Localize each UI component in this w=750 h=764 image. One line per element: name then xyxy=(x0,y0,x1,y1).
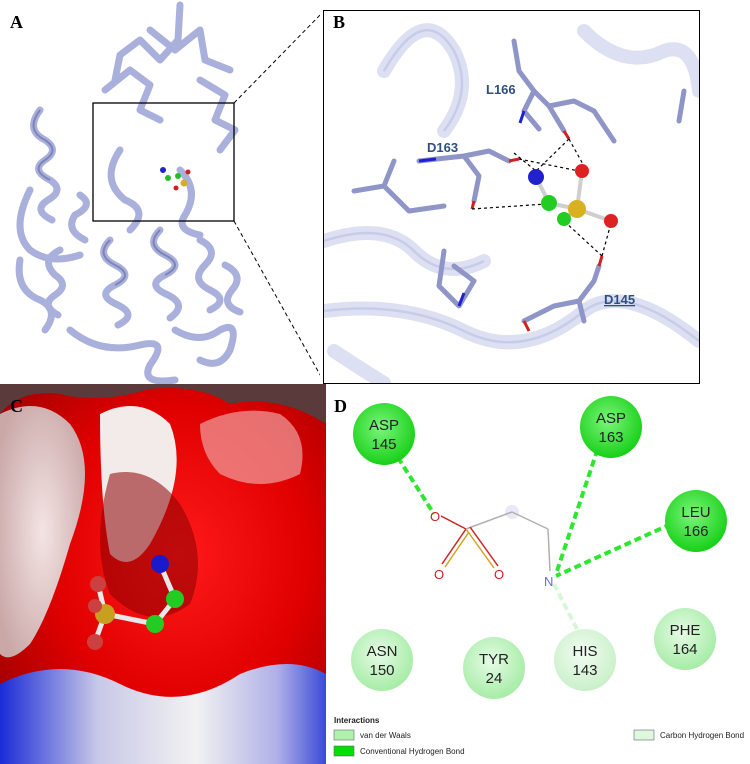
label-d163: D163 xyxy=(427,140,458,155)
surface-pink-patch xyxy=(200,410,303,484)
panel-d-label: D xyxy=(334,396,347,416)
panel-c-svg xyxy=(0,384,326,764)
surface-left-white xyxy=(0,406,85,658)
ligand-surface xyxy=(87,555,184,650)
panel-b-svg: L166 D163 D145 xyxy=(324,23,699,383)
panel-b-label: B xyxy=(333,12,346,32)
legend-swatch-vdw xyxy=(333,729,355,741)
svg-text:164: 164 xyxy=(672,641,697,658)
panel-c-surface xyxy=(0,384,326,764)
legend-swatch-hbond xyxy=(333,745,355,757)
residue-asn150: ASN 150 xyxy=(351,629,413,691)
svg-text:ASP: ASP xyxy=(369,417,399,434)
panel-a-label: A xyxy=(10,12,23,32)
nitrogen-sticks xyxy=(418,110,526,307)
protein-ribbon-shading xyxy=(32,109,176,286)
panel-c-label: C xyxy=(10,396,23,416)
svg-text:TYR: TYR xyxy=(479,651,509,668)
atom-o-3: O xyxy=(494,567,504,582)
panel-d-interaction-diagram: O O O N ASP 145 ASP 163 LEU 166 PHE 164 xyxy=(333,396,744,757)
svg-text:HIS: HIS xyxy=(572,643,597,660)
atom-o-1: O xyxy=(430,509,440,524)
zoom-box xyxy=(92,102,235,222)
residue-asp145: ASP 145 xyxy=(353,403,415,465)
surface-pocket xyxy=(100,472,198,617)
atom-n: N xyxy=(544,574,553,589)
zoom-line-bottom xyxy=(233,220,320,376)
interaction-legend: Interactions van der Waals Conventional … xyxy=(333,716,744,757)
label-d145: D145 xyxy=(604,292,635,307)
residue-leu166: LEU 166 xyxy=(665,490,727,552)
panel-a-protein-structure xyxy=(15,1,320,385)
legend-chbond: Carbon Hydrogen Bond xyxy=(660,731,744,740)
svg-text:166: 166 xyxy=(683,523,708,540)
legend-hbond: Conventional Hydrogen Bond xyxy=(360,747,465,756)
residue-his143: HIS 143 xyxy=(554,629,616,691)
svg-text:150: 150 xyxy=(369,662,394,679)
svg-text:LEU: LEU xyxy=(681,504,710,521)
oxygen-sticks xyxy=(470,130,604,332)
hbond-leu166 xyxy=(555,522,672,578)
hbond-asp163 xyxy=(554,438,603,575)
ligand-2d: O O O N xyxy=(430,505,553,589)
legend-swatch-chbond xyxy=(633,729,655,741)
surface-bottom xyxy=(0,664,326,764)
svg-text:145: 145 xyxy=(371,436,396,453)
ligand-ball-and-stick xyxy=(528,164,618,228)
panel-b-binding-site: L166 D163 D145 xyxy=(323,10,700,384)
residue-tyr24: TYR 24 xyxy=(463,637,525,699)
ligand-mini xyxy=(160,167,191,191)
svg-text:24: 24 xyxy=(486,670,503,687)
residue-asp163: ASP 163 xyxy=(580,396,642,458)
hbond-dashes xyxy=(471,138,612,257)
surface-dark-top xyxy=(0,384,326,424)
svg-text:ASP: ASP xyxy=(596,410,626,427)
atom-o-2: O xyxy=(434,567,444,582)
zoom-line-top xyxy=(233,14,320,104)
residue-phe164: PHE 164 xyxy=(654,608,716,670)
svg-text:ASN: ASN xyxy=(367,643,398,660)
label-l166: L166 xyxy=(486,82,516,97)
residue-sticks xyxy=(351,38,687,324)
svg-text:PHE: PHE xyxy=(670,622,701,639)
legend-vdw: van der Waals xyxy=(360,731,411,740)
svg-text:163: 163 xyxy=(598,429,623,446)
legend-title: Interactions xyxy=(334,716,380,725)
protein-ribbon xyxy=(15,1,244,385)
svg-text:143: 143 xyxy=(572,662,597,679)
